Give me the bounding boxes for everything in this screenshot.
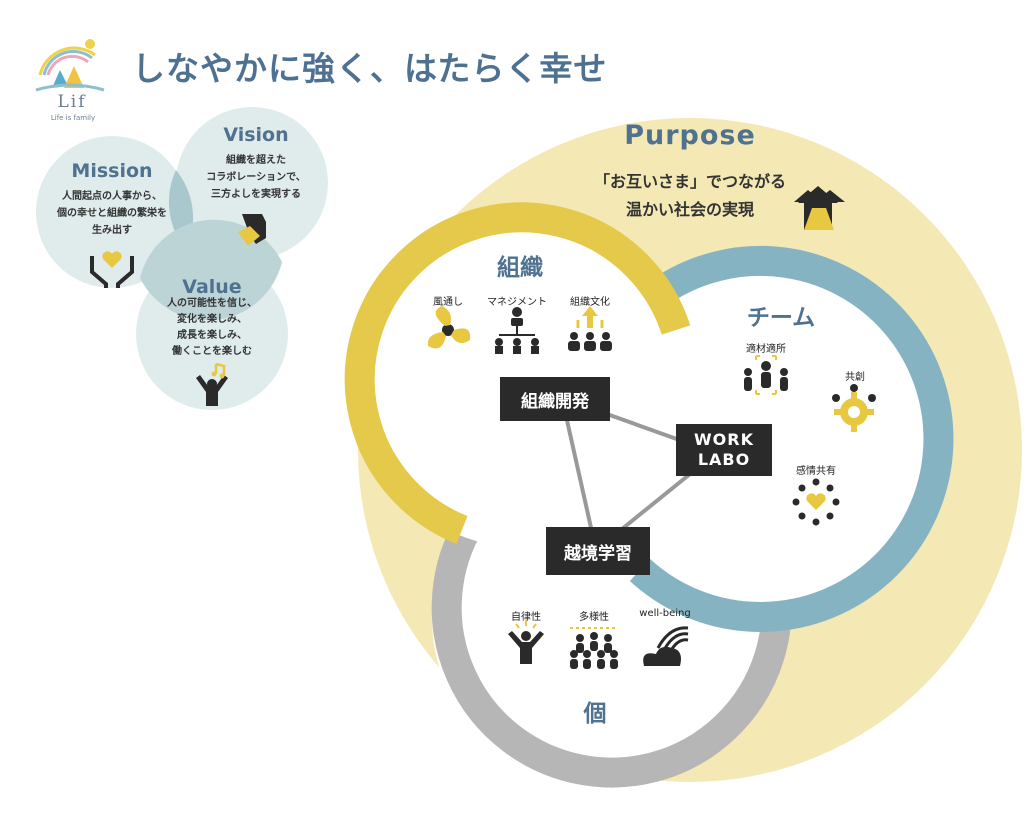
- mission-line: 生み出す: [92, 225, 132, 236]
- organization-item-ventilation: 風通し: [433, 297, 463, 308]
- org-chart-icon: [495, 307, 539, 354]
- purpose-text: 「お互いさま」でつながる 温かい社会の実現: [570, 168, 810, 224]
- value-line: 人の可能性を信じ、: [167, 298, 257, 309]
- lif-logo-icon: [35, 39, 105, 92]
- hands-heart-icon: [90, 251, 134, 288]
- joyful-person-icon: [196, 362, 228, 406]
- individual-title: 個: [583, 701, 607, 727]
- purpose-line: 温かい社会の実現: [625, 200, 754, 219]
- group-arrow-icon: [568, 306, 612, 351]
- value-line: 働くことを楽しむ: [172, 346, 252, 357]
- logo-name: Lif: [57, 92, 87, 112]
- mission-text: 人間起点の人事から、 個の幸せと組織の繁栄を 生み出す: [40, 188, 184, 239]
- purpose-line: 「お互いさま」でつながる: [593, 172, 786, 191]
- organization-item-culture: 組織文化: [570, 297, 610, 308]
- mission-title: Mission: [71, 160, 153, 182]
- org-dev-box: 組織開発: [500, 377, 610, 421]
- vision-text: 組織を超えた コラボレーションで、 三方よしを実現する: [186, 152, 326, 203]
- crowd-icon: [570, 627, 618, 669]
- team-item-right-person: 適材適所: [746, 344, 786, 355]
- cross-border-box: 越境学習: [546, 527, 650, 575]
- work-labo-line-2: LABO: [697, 450, 751, 469]
- logo-tagline: Life is family: [50, 114, 96, 122]
- individual-item-diversity: 多様性: [579, 612, 609, 623]
- individual-item-wellbeing: well-being: [639, 608, 691, 619]
- team-focus-icon: [744, 355, 788, 395]
- value-title: Value: [182, 276, 242, 298]
- value-line: 変化を楽しみ、: [177, 314, 247, 325]
- mission-line: 個の幸せと組織の繁栄を: [57, 208, 167, 219]
- handshake-icon: [238, 214, 266, 246]
- person-raised-icon: [508, 620, 544, 664]
- gear-people-icon: [832, 384, 876, 432]
- team-title: チーム: [746, 305, 816, 331]
- heart-circle-icon: [792, 478, 840, 526]
- vision-line: 三方よしを実現する: [211, 189, 301, 200]
- vision-title: Vision: [223, 124, 289, 146]
- mission-line: 人間起点の人事から、: [62, 191, 162, 202]
- page-title: しなやかに強く、はたらく幸せ: [132, 49, 608, 88]
- work-labo-line-1: WORK: [694, 430, 754, 449]
- purpose-title: Purpose: [624, 120, 756, 151]
- mission-circle: [36, 136, 188, 288]
- team-item-cocreation: 共創: [845, 372, 865, 383]
- vision-line: 組織を超えた: [226, 155, 286, 166]
- value-line: 成長を楽しみ、: [177, 330, 247, 341]
- fan-icon: [427, 306, 471, 349]
- mvv-venn: [36, 107, 328, 410]
- organization-item-management: マネジメント: [487, 297, 547, 308]
- individual-item-autonomy: 自律性: [511, 612, 541, 623]
- community-house-icon: [794, 186, 845, 230]
- team-item-emotion-sharing: 感情共有: [796, 466, 836, 477]
- vision-line: コラボレーションで、: [206, 172, 306, 183]
- rainbow-icon: [643, 626, 689, 666]
- work-labo-box: WORK LABO: [676, 424, 772, 476]
- organization-title: 組織: [497, 255, 543, 281]
- value-text: 人の可能性を信じ、 変化を楽しみ、 成長を楽しみ、 働くことを楽しむ: [142, 296, 282, 360]
